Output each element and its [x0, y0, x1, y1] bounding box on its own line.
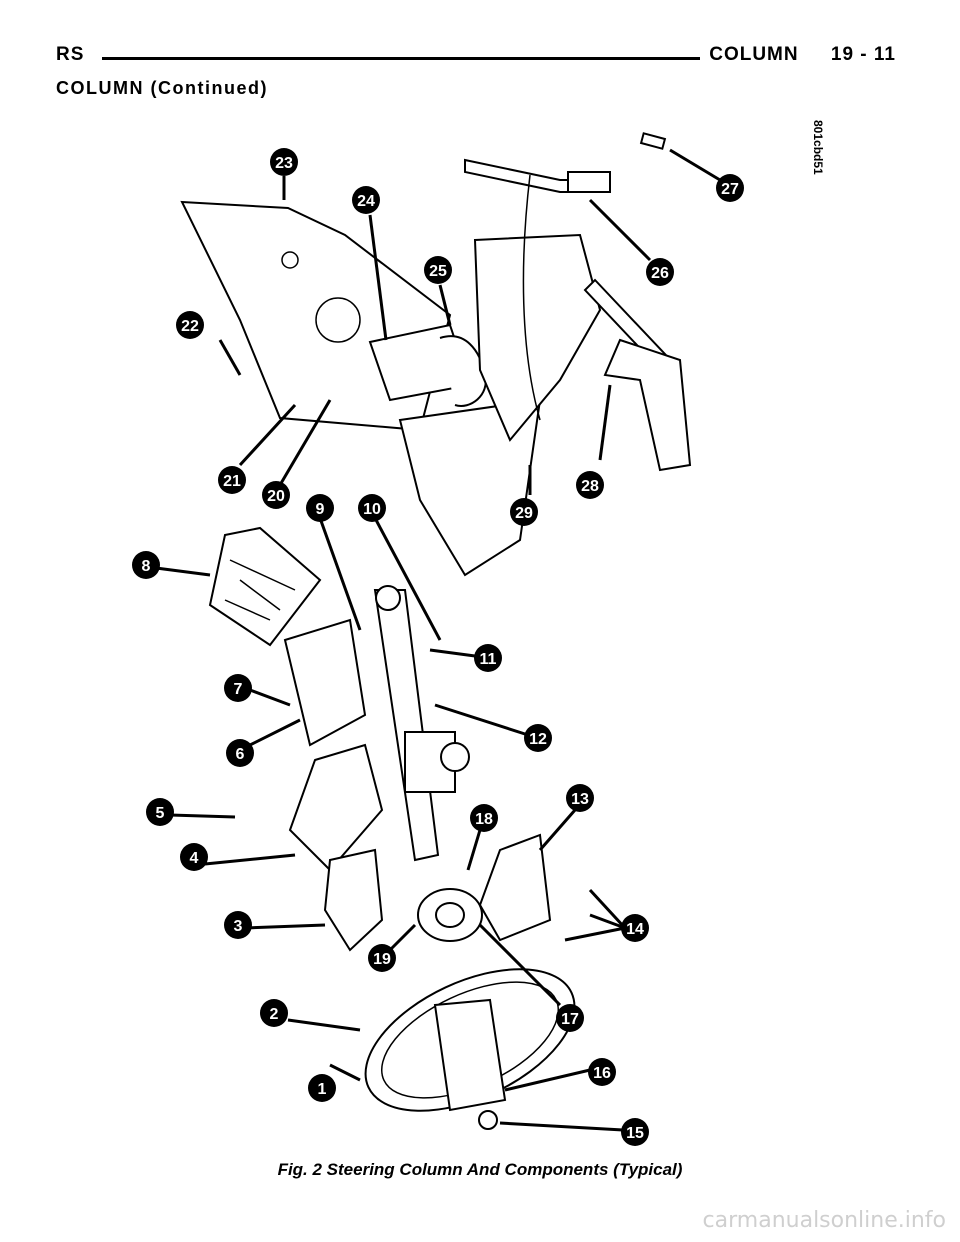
svg-text:5: 5 [156, 805, 165, 822]
callout-14: 14 [621, 914, 649, 942]
leader-lines [155, 148, 721, 1132]
figure-code: 801cbd51 [811, 120, 825, 175]
callout-17: 17 [556, 1004, 584, 1032]
airbag-module [433, 998, 507, 1112]
header-right: COLUMN 19 - 11 [709, 44, 896, 66]
svg-text:25: 25 [429, 263, 447, 280]
svg-text:2: 2 [270, 1006, 279, 1023]
exploded-diagram: 801cbd51 [132, 120, 825, 1146]
right-shroud [478, 833, 552, 942]
shield-plate [283, 618, 367, 747]
figure-caption: Fig. 2 Steering Column And Components (T… [277, 1160, 683, 1179]
svg-text:12: 12 [529, 731, 547, 748]
clockspring-hub [435, 902, 465, 928]
svg-text:21: 21 [223, 473, 241, 490]
svg-text:6: 6 [236, 746, 245, 763]
svg-text:13: 13 [571, 791, 589, 808]
svg-text:26: 26 [651, 265, 669, 282]
callout-6: 6 [226, 739, 254, 767]
vehicle-code: RS [56, 44, 85, 65]
svg-text:9: 9 [316, 501, 325, 518]
callout-24: 24 [352, 186, 380, 214]
svg-text:4: 4 [190, 850, 199, 867]
svg-text:29: 29 [515, 505, 533, 522]
svg-text:7: 7 [234, 681, 243, 698]
callout-23: 23 [270, 148, 298, 176]
bracket-arc [522, 174, 541, 421]
wheel-nut [478, 1110, 498, 1130]
header-rule [102, 57, 700, 60]
panel-hole [315, 297, 361, 343]
rack-housing [603, 338, 692, 472]
callout-7: 7 [224, 674, 252, 702]
upper-shroud [323, 848, 384, 952]
svg-text:11: 11 [480, 651, 497, 668]
bracket-ribs [224, 559, 296, 621]
callout-25: 25 [424, 256, 452, 284]
callout-18: 18 [470, 804, 498, 832]
column-joint [375, 585, 401, 611]
steering-column-figure: 801cbd51 [120, 120, 840, 1155]
callout-8: 8 [132, 551, 160, 579]
section-title: COLUMN [709, 44, 799, 65]
svg-text:15: 15 [626, 1125, 644, 1142]
panel-hole-small [281, 251, 299, 269]
callout-5: 5 [146, 798, 174, 826]
callout-26: 26 [646, 258, 674, 286]
callout-12: 12 [524, 724, 552, 752]
svg-text:19: 19 [373, 951, 391, 968]
callout-1: 1 [308, 1074, 336, 1102]
callout-13: 13 [566, 784, 594, 812]
callout-11: 11 [474, 644, 502, 672]
callout-3: 3 [224, 911, 252, 939]
shaft-coupler [567, 171, 611, 193]
callout-16: 16 [588, 1058, 616, 1086]
svg-text:17: 17 [561, 1011, 579, 1028]
callout-22: 22 [176, 311, 204, 339]
callout-15: 15 [621, 1118, 649, 1146]
svg-text:10: 10 [363, 501, 381, 518]
roll-pin [639, 132, 667, 150]
callout-27: 27 [716, 174, 744, 202]
svg-text:8: 8 [142, 558, 151, 575]
callout-4: 4 [180, 843, 208, 871]
gear-bracket [473, 233, 602, 442]
svg-text:22: 22 [181, 318, 199, 335]
section-subheading: COLUMN (Continued) [56, 78, 268, 98]
lower-shroud [288, 743, 384, 872]
svg-text:14: 14 [626, 921, 644, 938]
callout-20: 20 [262, 481, 290, 509]
callout-2: 2 [260, 999, 288, 1027]
svg-text:1: 1 [318, 1081, 327, 1098]
ignition-lock [440, 742, 470, 772]
callout-29: 29 [510, 498, 538, 526]
svg-text:20: 20 [267, 488, 285, 505]
svg-text:28: 28 [581, 478, 599, 495]
svg-text:16: 16 [593, 1065, 611, 1082]
svg-text:23: 23 [275, 155, 293, 172]
callout-19: 19 [368, 944, 396, 972]
callout-9: 9 [306, 494, 334, 522]
mounting-bracket [208, 526, 322, 647]
watermark: carmanualsonline.info [702, 1208, 946, 1233]
page-number: 19 - 11 [830, 44, 896, 65]
column-tube [373, 589, 440, 862]
svg-text:18: 18 [475, 811, 493, 828]
callout-28: 28 [576, 471, 604, 499]
callout-21: 21 [218, 466, 246, 494]
svg-text:27: 27 [721, 181, 739, 198]
svg-text:3: 3 [234, 918, 243, 935]
svg-text:24: 24 [357, 193, 375, 210]
page-header: RS COLUMN 19 - 11 [56, 40, 896, 72]
callout-10: 10 [358, 494, 386, 522]
